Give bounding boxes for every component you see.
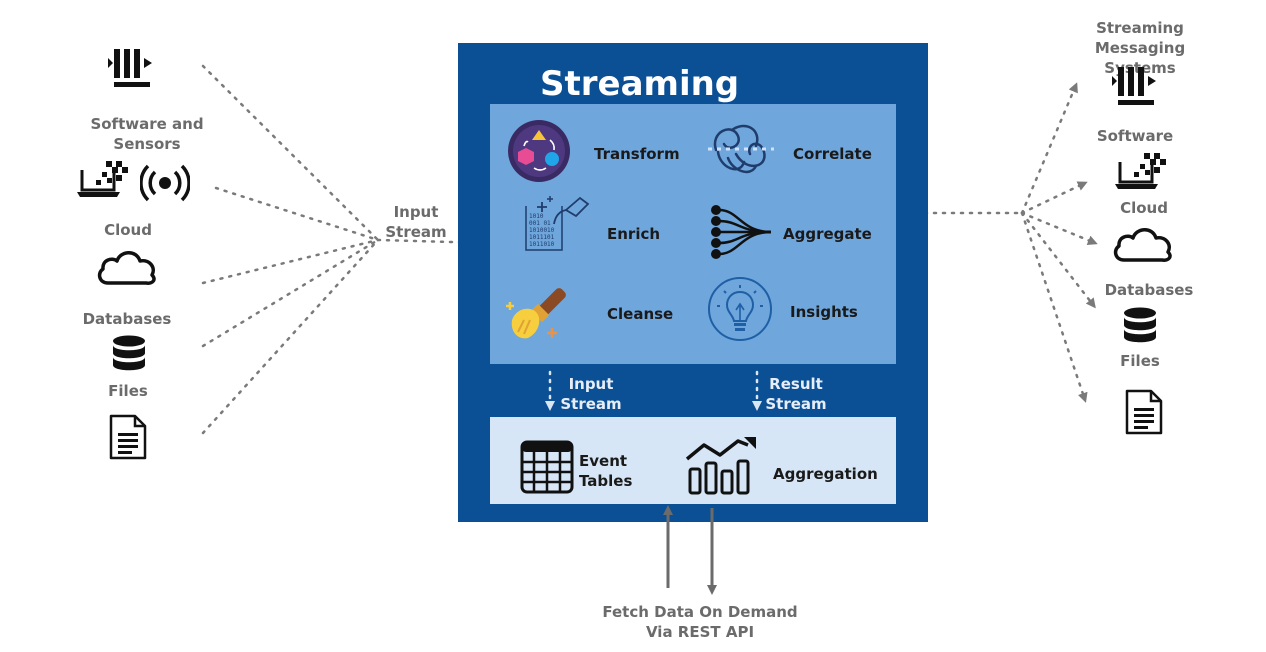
insights-lightbulb-icon xyxy=(708,277,772,341)
label-software-sensors: Software and Sensors xyxy=(90,115,204,153)
laptop-data-output-icon xyxy=(1115,153,1166,189)
op-correlate-label: Correlate xyxy=(793,145,872,163)
connector-from-databases xyxy=(201,238,380,348)
op-transform-label: Transform xyxy=(594,145,680,163)
label-cloud-output: Cloud xyxy=(1120,199,1168,217)
streaming-queue-icon xyxy=(108,49,152,87)
enrich-icon: 1010 001 01 1010010 1011101 1011010 xyxy=(525,196,590,251)
connector-to-messaging xyxy=(1020,82,1078,215)
connector-from-cloud xyxy=(201,238,380,285)
rest-api-arrows xyxy=(663,505,717,595)
label-files-input: Files xyxy=(108,382,148,400)
connector-from-files xyxy=(201,238,380,435)
cleanse-icon xyxy=(506,288,566,339)
file-output-icon xyxy=(1125,389,1163,435)
label-software-output: Software xyxy=(1096,127,1174,145)
svg-text:001 01: 001 01 xyxy=(529,220,551,227)
connector-from-software-sensors xyxy=(214,186,380,242)
svg-text:1011010: 1011010 xyxy=(529,241,555,248)
event-tables-label: Event Tables xyxy=(579,452,633,490)
svg-text:1010: 1010 xyxy=(529,213,544,220)
input-connectors xyxy=(201,64,489,435)
database-icon xyxy=(113,335,145,371)
connector-to-databases xyxy=(1020,211,1096,309)
file-icon xyxy=(109,414,147,460)
label-input-stream: Input Stream xyxy=(385,203,447,241)
inner-input-stream-label: Input Stream xyxy=(560,375,622,413)
output-connectors xyxy=(896,82,1098,403)
aggregation-chart-icon xyxy=(685,437,756,495)
label-databases-input: Databases xyxy=(82,310,172,328)
aggregate-icon xyxy=(711,205,772,259)
svg-text:1011101: 1011101 xyxy=(529,234,555,241)
cloud-icon xyxy=(97,251,156,285)
correlate-icon xyxy=(708,124,774,174)
cloud-output-icon xyxy=(1113,228,1172,262)
fetch-rest-api-label: Fetch Data On Demand Via REST API xyxy=(602,603,798,641)
label-files-output: Files xyxy=(1120,352,1160,370)
label-databases-output: Databases xyxy=(1104,281,1194,299)
storage-panel xyxy=(490,417,896,504)
svg-text:1010010: 1010010 xyxy=(529,227,555,234)
database-output-icon xyxy=(1124,307,1156,343)
laptop-data-icon xyxy=(77,161,128,197)
sensor-broadcast-icon xyxy=(140,164,190,202)
connector-to-files xyxy=(1020,211,1088,403)
streaming-title: Streaming xyxy=(540,64,740,104)
transform-icon xyxy=(508,120,570,182)
inner-result-stream-label: Result Stream xyxy=(765,375,827,413)
event-tables-icon xyxy=(520,440,574,494)
op-cleanse-label: Cleanse xyxy=(607,305,674,323)
op-aggregate-label: Aggregate xyxy=(783,225,872,243)
inner-stream-arrows xyxy=(545,370,762,411)
label-cloud-input: Cloud xyxy=(104,221,152,239)
op-enrich-label: Enrich xyxy=(607,225,661,243)
connector-to-software xyxy=(1020,181,1088,215)
aggregation-label: Aggregation xyxy=(773,465,878,483)
connector-to-cloud xyxy=(1020,211,1098,245)
connector-from-streaming-source xyxy=(201,64,380,242)
op-insights-label: Insights xyxy=(790,303,858,321)
streaming-queue-output-icon xyxy=(1112,67,1156,105)
